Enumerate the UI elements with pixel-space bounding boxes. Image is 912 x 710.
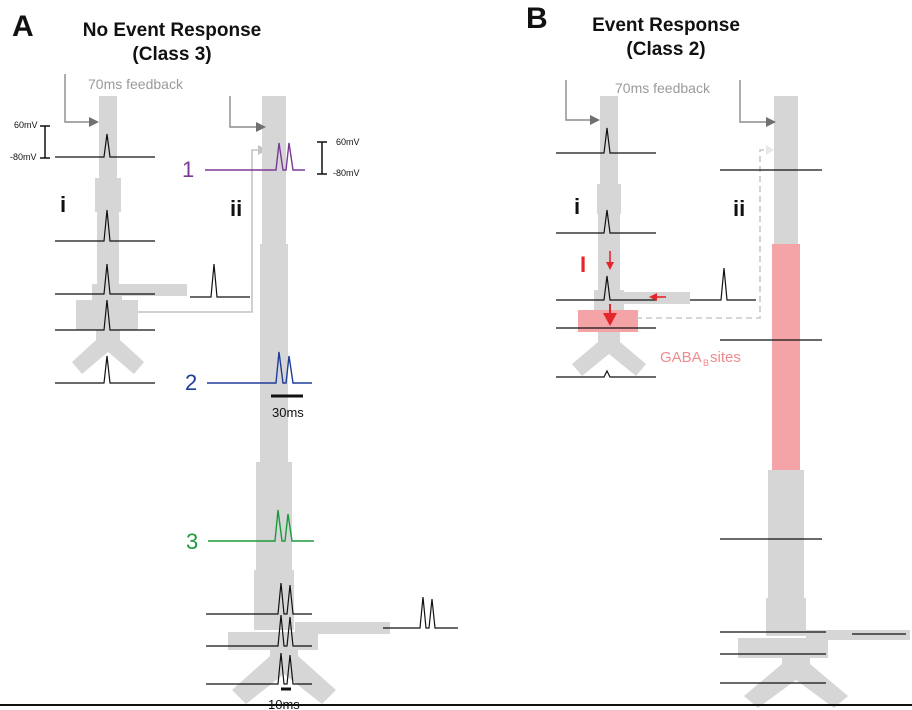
panel-a-letter: A <box>12 10 34 43</box>
panel-a-trace-i-5 <box>55 355 155 384</box>
panel-b-trace-i-5 <box>556 369 656 378</box>
panel-a-feedback-wire-i <box>64 74 92 123</box>
panel-b-cell-ii-label: ii <box>733 196 745 221</box>
panel-a-trace-i-1 <box>55 133 155 158</box>
panel-a-trace-ii-3 <box>206 652 312 685</box>
panel-b-connection-synapse <box>766 145 774 155</box>
panel-b-arrow-left-icon <box>649 293 666 301</box>
panel-a-cell-i <box>72 96 187 374</box>
panel-a-trace-i-4 <box>55 299 155 331</box>
panel-a-cell-ii <box>228 96 390 704</box>
panel-a-cell-i-label: i <box>60 192 66 217</box>
panel-a-site-1-label: 1 <box>182 157 194 182</box>
panel-b-letter: B <box>526 2 548 35</box>
panel-b-cell-i <box>572 96 690 376</box>
panel-a-trace-i-3 <box>55 263 155 295</box>
panel-b-trace-i-1 <box>556 127 656 154</box>
panel-b-title-line1: Event Response <box>592 15 740 36</box>
panel-b-synapse-ii <box>766 117 776 127</box>
panel-a-feedback-wire-ii <box>229 96 258 128</box>
panel-a-trace-site-3 <box>208 509 314 542</box>
panel-b-feedback-label: 70ms feedback <box>615 80 711 96</box>
panel-b-synapse-i <box>590 115 600 125</box>
panel-a-trace-ii-1 <box>206 582 312 615</box>
panel-b-cell-ii <box>738 96 910 708</box>
panel-a-trace-ii-axon <box>383 596 458 629</box>
panel-a-synapse-i <box>89 117 99 127</box>
panel-a-trace-ii-2 <box>206 614 312 647</box>
panel-b-gaba-label: GABA B sites <box>660 349 741 368</box>
panel-b: B Event Response (Class 2) 70ms feedback… <box>526 2 910 708</box>
panel-a: A No Event Response (Class 3) 70ms feedb… <box>10 10 458 710</box>
panel-b-inhibition-label: I <box>580 252 586 277</box>
panel-a-voltage-scale-left: 60mV -80mV <box>10 120 50 162</box>
panel-b-gaba-subscript: B <box>703 358 709 368</box>
panel-b-connection-wire <box>636 149 768 319</box>
panel-a-cell-ii-label: ii <box>230 196 242 221</box>
panel-b-arrow-down-large-icon <box>603 304 617 326</box>
panel-b-trace-i-axon <box>690 267 756 301</box>
panel-b-trace-i-3 <box>556 275 656 301</box>
panel-b-gaba-suffix: sites <box>710 349 741 366</box>
panel-a-scale-10ms-label: 10ms <box>268 697 300 710</box>
panel-b-cell-i-label: i <box>574 194 580 219</box>
panel-a-title-line1: No Event Response <box>83 20 261 41</box>
panel-b-gaba-region-ii <box>772 244 800 472</box>
panel-a-title-line2: (Class 3) <box>132 44 211 65</box>
panel-b-feedback-wire-ii <box>739 80 768 123</box>
panel-a-feedback-label: 70ms feedback <box>88 76 184 92</box>
panel-a-synapse-ii <box>256 122 266 132</box>
panel-a-site-3-label: 3 <box>186 529 198 554</box>
panel-b-arrow-down-small-icon <box>606 251 614 270</box>
panel-a-trace-site-2 <box>207 351 312 384</box>
panel-a-connection-wire <box>138 149 262 313</box>
panel-b-trace-i-2 <box>556 209 656 234</box>
panel-a-voltage-bottom-right: -80mV <box>333 168 360 178</box>
panel-b-title-line2: (Class 2) <box>626 39 705 60</box>
panel-a-voltage-bottom-left: -80mV <box>10 152 37 162</box>
panel-a-voltage-scale-right: 60mV -80mV <box>317 137 360 178</box>
panel-a-voltage-top-right: 60mV <box>336 137 360 147</box>
panel-a-site-2-label: 2 <box>185 370 197 395</box>
panel-a-scale-30ms-label: 30ms <box>272 405 304 420</box>
panel-b-feedback-wire-i <box>565 80 592 121</box>
panel-a-trace-i-2 <box>55 209 155 242</box>
panel-a-voltage-top-left: 60mV <box>14 120 38 130</box>
panel-a-trace-i-axon <box>190 263 250 298</box>
panel-b-gaba-text: GABA <box>660 349 702 366</box>
panel-a-trace-site-1 <box>205 142 305 171</box>
